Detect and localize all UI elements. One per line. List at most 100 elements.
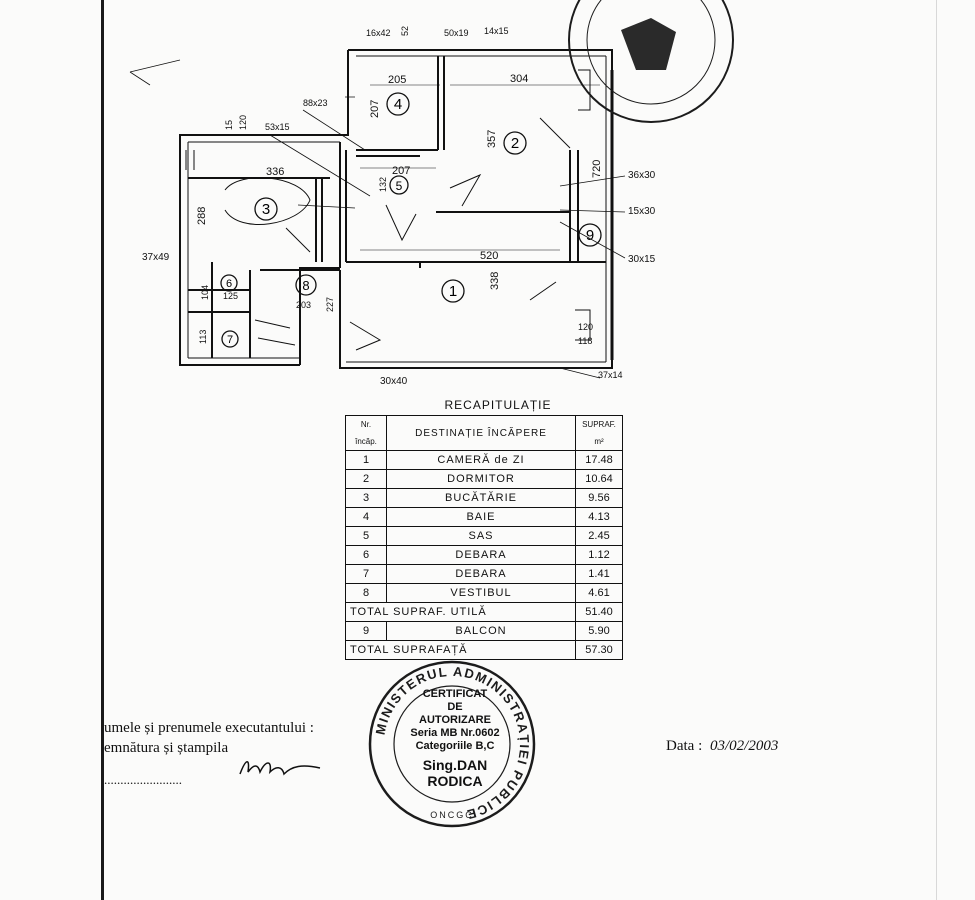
row-area: 4.61 <box>575 583 623 603</box>
dimension-label: 104 <box>200 285 210 300</box>
room-number-9: 9 <box>586 227 594 244</box>
dimension-label: 30x15 <box>628 254 656 265</box>
row-name: SAS <box>386 526 576 546</box>
executant-label: umele și prenumele executantului : <box>104 720 314 736</box>
row-name: BAIE <box>386 507 576 527</box>
row-area: 4.13 <box>575 507 623 527</box>
table-row: 3 BUCĂTĂRIE 9.56 <box>345 488 623 508</box>
dimension-label: 50x19 <box>444 28 469 38</box>
room-number-6: 6 <box>226 278 232 290</box>
row-area: 5.90 <box>575 621 623 641</box>
outer-wall <box>179 50 349 366</box>
dimension-label: 288 <box>196 207 208 225</box>
dimension-label: 15 <box>224 120 234 130</box>
handwritten-signature <box>239 761 321 776</box>
stamp-line: CERTIFICAT <box>422 688 488 700</box>
row-nr: 6 <box>345 545 387 565</box>
header-destination: DESTINAȚIE ÎNCĂPERE <box>386 415 576 451</box>
stamp-line: DE <box>447 701 463 713</box>
outer-wall <box>339 49 613 369</box>
header-area: SUPRAF. m² <box>575 415 623 451</box>
binding-margin-line <box>101 0 104 900</box>
dimension-label: 52 <box>400 26 410 36</box>
room-number-4: 4 <box>394 96 402 113</box>
total-label: TOTAL SUPRAFAȚĂ <box>345 640 576 660</box>
row-area: 10.64 <box>575 469 623 489</box>
room-number-3: 3 <box>262 201 270 218</box>
row-name: DEBARA <box>386 545 576 565</box>
recap-table: Nr. încăp. DESTINAȚIE ÎNCĂPERE SUPRAF. m… <box>345 415 623 660</box>
total-util-row: TOTAL SUPRAF. UTILĂ 51.40 <box>345 602 623 622</box>
page-edge <box>936 0 937 900</box>
dimension-label: 120 <box>578 322 593 332</box>
stamp-line: Sing.DAN <box>422 757 488 773</box>
dimension-label: 113 <box>198 330 208 344</box>
row-nr: 2 <box>345 469 387 489</box>
stamp-line: Categoriile B,C <box>415 740 495 752</box>
dimension-label: 203 <box>296 300 311 310</box>
row-area: 1.12 <box>575 545 623 565</box>
stamp-inner-text: CERTIFICAT DE AUTORIZARE Seria MB Nr.060… <box>385 688 525 789</box>
room-number-8: 8 <box>302 278 309 293</box>
dimension-label: 30x40 <box>380 376 408 387</box>
room-number-1: 1 <box>449 283 457 300</box>
dimension-label: 304 <box>510 73 528 85</box>
date-value: 03/02/2003 <box>710 738 779 754</box>
dimension-label: 120 <box>238 115 248 130</box>
row-name: DEBARA <box>386 564 576 584</box>
dimension-label: 207 <box>369 100 381 118</box>
dimension-label: 118 <box>578 336 592 346</box>
row-nr: 5 <box>345 526 387 546</box>
row-name: BALCON <box>386 621 576 641</box>
row-area: 2.45 <box>575 526 623 546</box>
dimension-label: 16x42 <box>366 28 391 38</box>
dimension-label: 207 <box>392 165 410 177</box>
table-row: 1 CAMERĂ de ZI 17.48 <box>345 450 623 470</box>
stamp-line: RODICA <box>427 773 483 789</box>
total-area: 57.30 <box>575 640 623 660</box>
dimension-label: 520 <box>480 250 498 262</box>
coat-of-arms-icon <box>621 18 676 70</box>
total-util-label: TOTAL SUPRAF. UTILĂ <box>345 602 576 622</box>
dimension-label: 14x15 <box>484 26 509 36</box>
dimension-label: 125 <box>223 291 238 301</box>
stamp-line: AUTORIZARE <box>419 714 491 726</box>
row-area: 1.41 <box>575 564 623 584</box>
stamp-line: Seria MB Nr.0602 <box>410 727 500 739</box>
dimension-label: 205 <box>388 74 406 86</box>
dimension-label: 336 <box>266 166 284 178</box>
dimension-label: 88x23 <box>303 98 328 108</box>
total-row: TOTAL SUPRAFAȚĂ 57.30 <box>345 640 623 660</box>
floor-plan: 4 2 3 5 1 6 7 8 9 16x42 52 50x19 14x15 2… <box>129 26 656 387</box>
row-name: VESTIBUL <box>386 583 576 603</box>
dimension-label: 15x30 <box>628 206 656 217</box>
signature-label: emnătura și ștampila <box>104 740 229 756</box>
row-name: CAMERĂ de ZI <box>386 450 576 470</box>
signature-dots: ........................ <box>104 772 182 787</box>
row-area: 17.48 <box>575 450 623 470</box>
official-stamp-top <box>568 0 734 123</box>
table-row: 7 DEBARA 1.41 <box>345 564 623 584</box>
balcony-row: 9 BALCON 5.90 <box>345 621 623 641</box>
header-nr: Nr. încăp. <box>345 415 387 451</box>
dimension-label: 37x14 <box>598 370 623 380</box>
recap-title: RECAPITULAȚIE <box>444 398 552 412</box>
room-number-2: 2 <box>511 135 519 152</box>
dimension-label: 357 <box>486 130 498 148</box>
row-nr: 8 <box>345 583 387 603</box>
row-nr: 4 <box>345 507 387 527</box>
row-area: 9.56 <box>575 488 623 508</box>
row-nr: 3 <box>345 488 387 508</box>
row-nr: 7 <box>345 564 387 584</box>
stamp-bottom-text: ONCGC <box>430 810 474 820</box>
table-row: 8 VESTIBUL 4.61 <box>345 583 623 603</box>
row-name: DORMITOR <box>386 469 576 489</box>
dimension-label: 227 <box>325 297 335 312</box>
table-row: 4 BAIE 4.13 <box>345 507 623 527</box>
total-util-area: 51.40 <box>575 602 623 622</box>
row-nr: 9 <box>345 621 387 641</box>
row-nr: 1 <box>345 450 387 470</box>
table-row: 6 DEBARA 1.12 <box>345 545 623 565</box>
dimension-label: 37x49 <box>142 252 170 263</box>
